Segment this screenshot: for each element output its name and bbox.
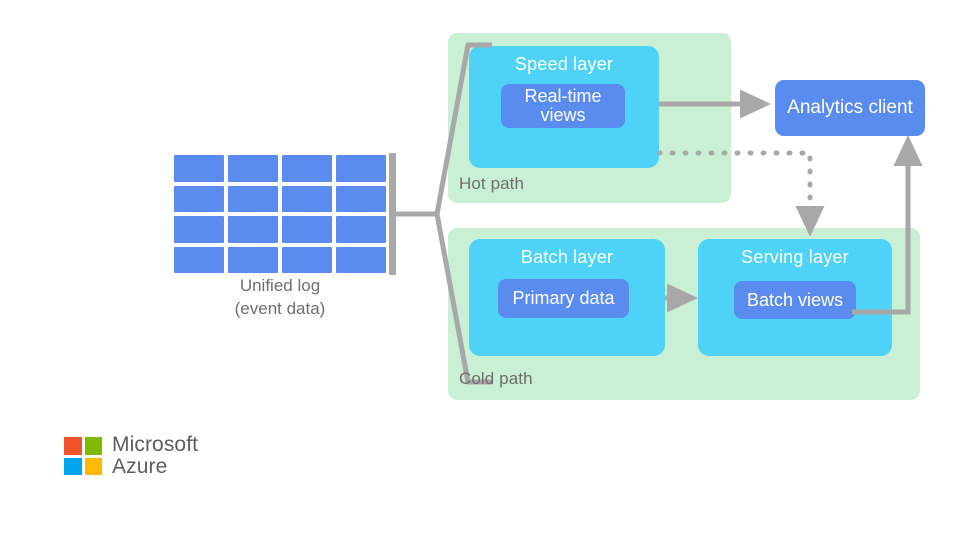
unified-log-caption-line2: (event data) [234, 298, 326, 318]
microsoft-azure-logo: Microsoft Azure [64, 433, 199, 479]
serving-layer-title: Serving layer [741, 247, 849, 267]
analytics-client-node[interactable]: Analytics client [775, 80, 925, 136]
real-time-views-label-line2: views [540, 105, 586, 125]
batch-views-label: Batch views [746, 289, 844, 310]
log-cell [228, 155, 278, 182]
batch-layer-title: Batch layer [520, 247, 614, 267]
unified-log-bar [389, 153, 396, 275]
log-cell [336, 216, 386, 243]
log-cell [228, 216, 278, 243]
primary-data-label: Primary data [512, 288, 615, 309]
logo-square-blue [64, 457, 82, 476]
unified-log-caption: Unified log (event data) [174, 275, 386, 321]
real-time-views-label-line1: Real-time [524, 86, 602, 107]
logo-square-yellow [84, 457, 102, 476]
log-cell [174, 216, 224, 243]
real-time-views-pill[interactable]: Real-time views [501, 84, 625, 128]
primary-data-pill[interactable]: Primary data [498, 279, 629, 318]
logo-square-red [64, 437, 82, 455]
unified-log-caption-line1: Unified log [239, 276, 321, 295]
brand-line-microsoft: Microsoft [112, 433, 199, 456]
log-cell [282, 155, 332, 182]
log-cell [336, 155, 386, 182]
log-cell [282, 185, 332, 212]
speed-layer-title: Speed layer [514, 54, 614, 74]
log-cell [228, 246, 278, 273]
log-cell [282, 216, 332, 243]
log-cell [336, 185, 386, 212]
unified-log-grid [174, 155, 386, 273]
brand-line-azure: Azure [112, 455, 168, 479]
log-cell [174, 246, 224, 273]
log-cell [228, 185, 278, 212]
microsoft-azure-wordmark: Microsoft Azure [112, 433, 199, 479]
logo-square-green [84, 437, 102, 455]
hot-path-label: Hot path [459, 174, 525, 193]
log-cell [174, 155, 224, 182]
cold-path-label: Cold path [459, 369, 533, 388]
analytics-client-label: Analytics client [787, 97, 913, 118]
microsoft-logo-icon [64, 437, 102, 476]
log-cell [282, 246, 332, 273]
log-cell [336, 246, 386, 273]
batch-views-pill[interactable]: Batch views [734, 281, 856, 319]
log-cell [174, 185, 224, 212]
speed-layer-box[interactable]: Speed layer [469, 46, 659, 168]
